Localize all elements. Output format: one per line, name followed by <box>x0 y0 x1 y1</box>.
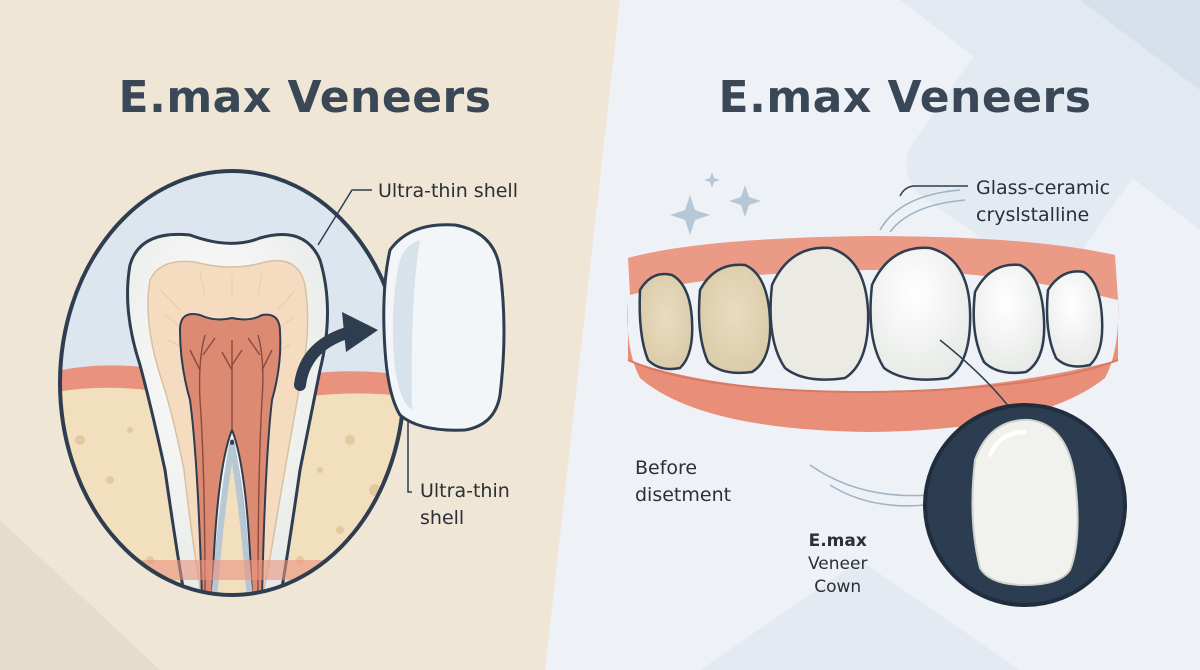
tooth-6 <box>1045 270 1104 368</box>
label-glass-ceramic: Glass-ceramic cryslstalline <box>976 177 1111 226</box>
label-ultra-thin-shell-top: Ultra-thin shell <box>378 180 518 202</box>
jaw-bone <box>60 387 404 595</box>
emax-crown <box>971 418 1079 587</box>
veneer-shell <box>382 223 506 432</box>
tooth-4 <box>869 246 972 381</box>
crown-label-line-3: Cown <box>814 577 862 597</box>
upper-gum <box>628 236 1118 300</box>
root-canal <box>211 444 253 595</box>
label-before-cementation: Before disetment <box>635 457 732 506</box>
crown-label-line-1: E.max <box>808 531 867 551</box>
tooth-2 <box>697 263 772 375</box>
lower-gum <box>627 300 1119 432</box>
nerve-vessels <box>189 334 273 595</box>
label-emax-veneer-crown: E.max Veneer Cown <box>808 530 867 599</box>
tooth-1 <box>638 272 694 371</box>
crown-detail-circle <box>923 403 1127 607</box>
tooth-5 <box>972 263 1046 375</box>
placement-arrow-icon <box>294 312 378 391</box>
leader-lines-left <box>317 189 412 493</box>
label-ultra-thin-shell-bottom: Ultra-thin shell <box>420 480 510 529</box>
smile-teeth-row <box>627 236 1119 432</box>
left-title: E.max Veneers <box>118 72 492 123</box>
swoosh-lines <box>809 189 966 507</box>
dentin-tubules <box>159 271 296 353</box>
tooth-cross-section <box>58 169 406 597</box>
sparkle-icon <box>670 172 761 235</box>
right-title: E.max Veneers <box>718 72 1092 123</box>
tooth-3 <box>769 246 870 381</box>
crown-label-line-2: Veneer <box>808 554 868 574</box>
